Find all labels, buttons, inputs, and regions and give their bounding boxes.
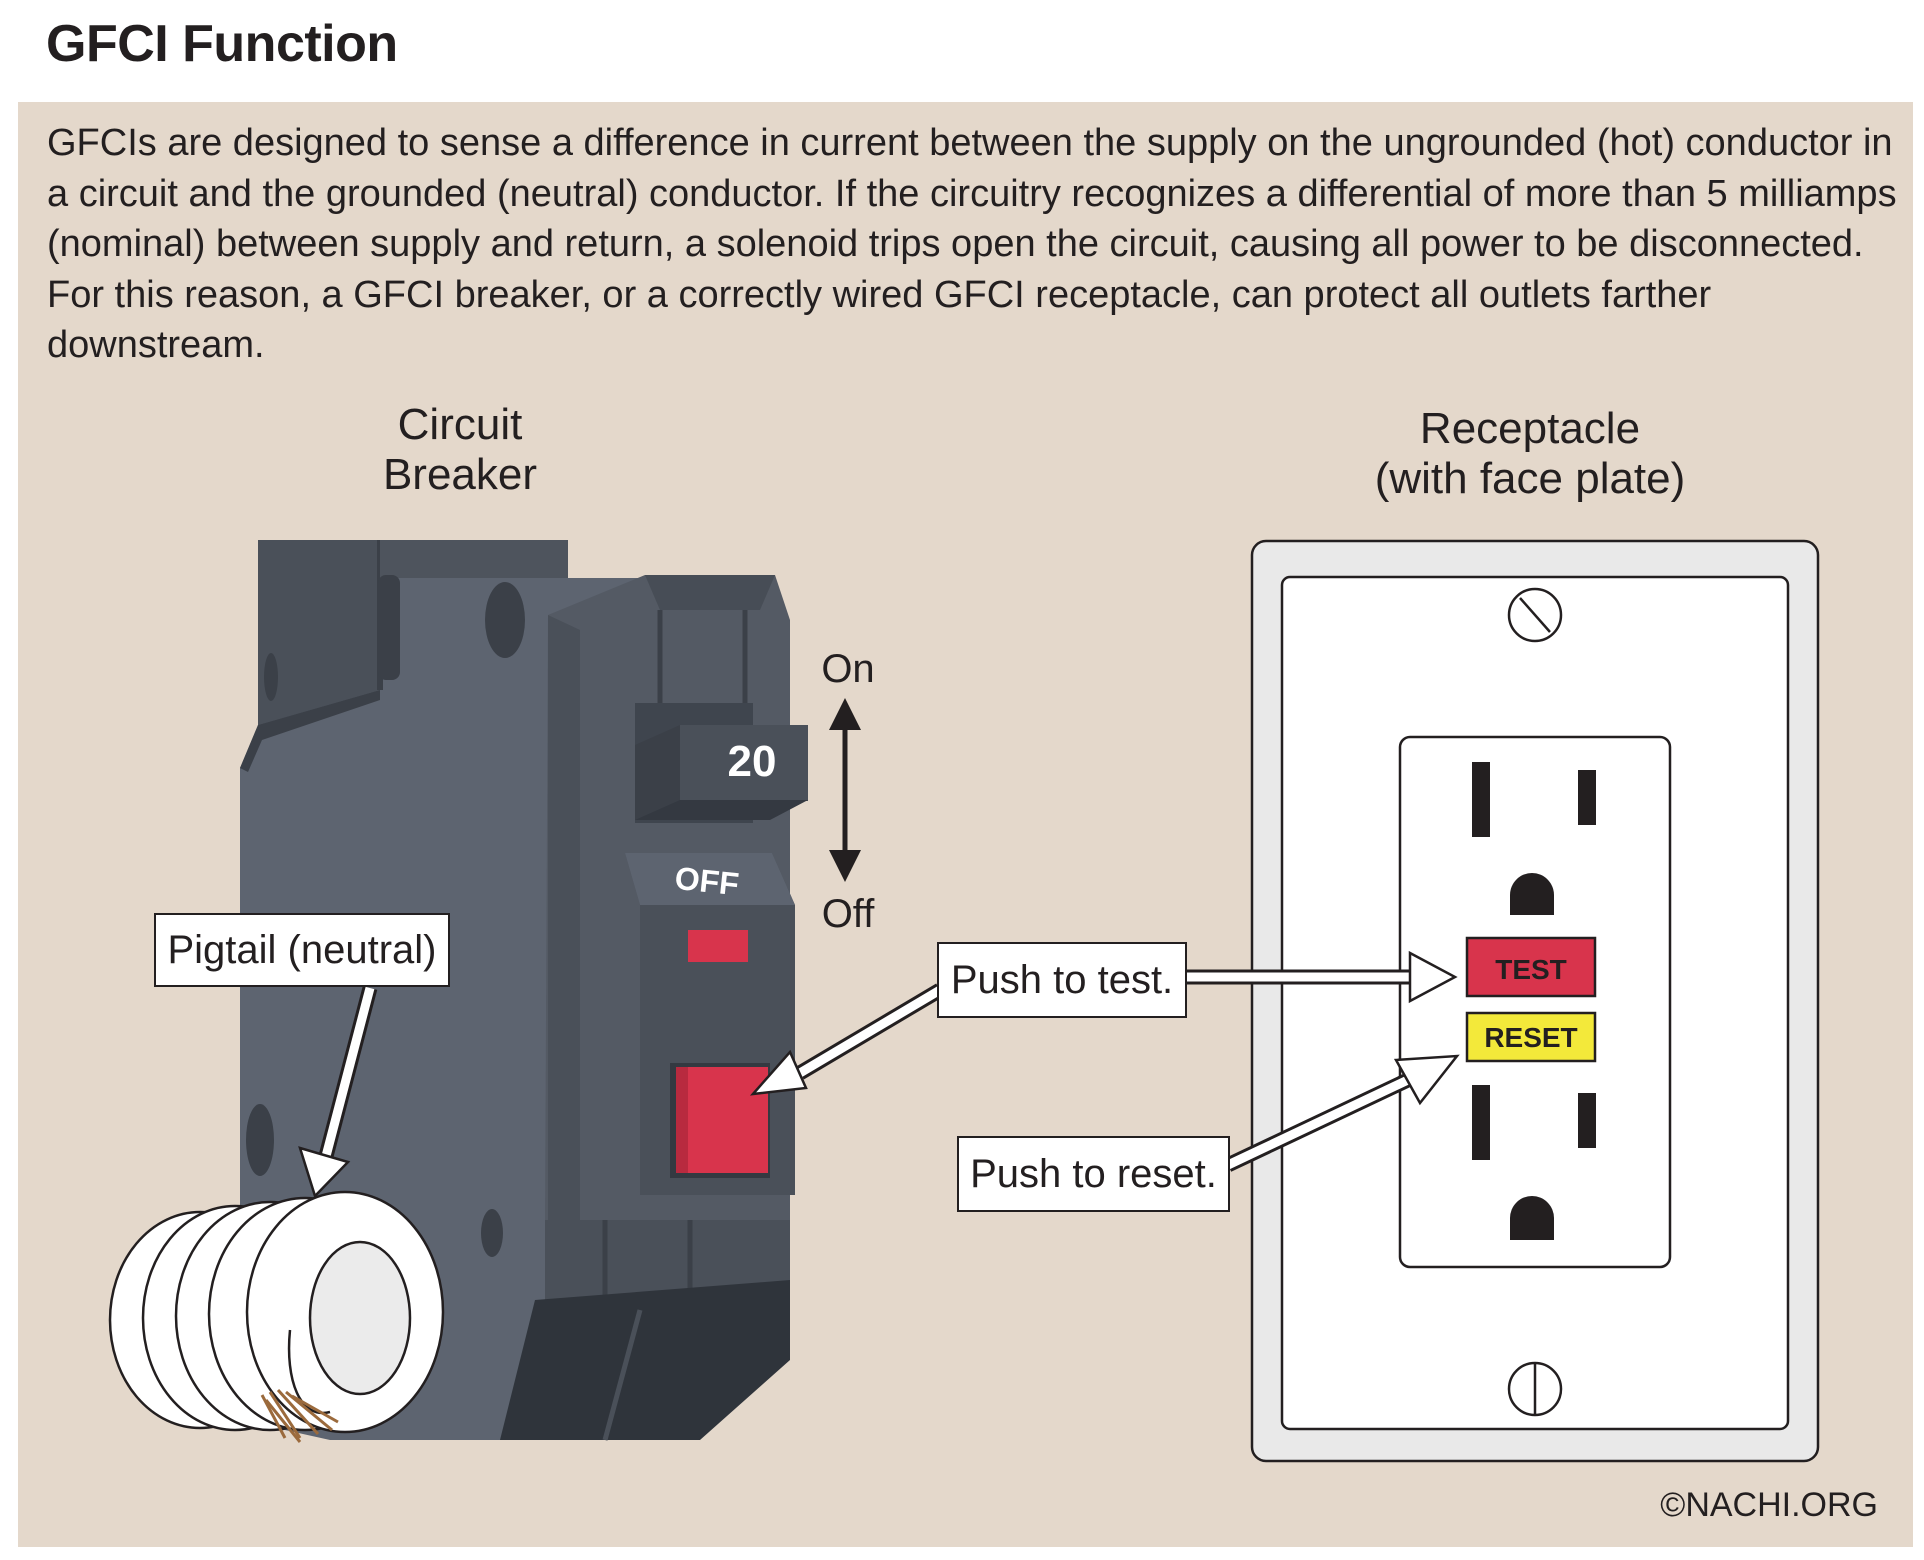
breaker-heading-line1: Circuit — [397, 400, 523, 449]
breaker-off-stamp: OFF — [673, 860, 740, 902]
breaker-slot — [378, 575, 400, 680]
bottom-hot-slot — [1472, 1085, 1490, 1160]
breaker-side-shadow — [240, 690, 380, 772]
receptacle — [1250, 539, 1820, 1463]
breaker-test-button-shade — [676, 1067, 688, 1173]
breaker-handle — [680, 725, 808, 801]
top-neutral-slot — [1578, 770, 1596, 825]
breaker-module-side — [548, 615, 580, 1220]
push-test-callout: Push to test. — [937, 942, 1187, 1018]
test-receptacle-arrow — [1180, 950, 1458, 1004]
on-off-arrow — [829, 698, 861, 882]
breaker-clip — [500, 1280, 790, 1440]
page-title: GFCI Function — [46, 15, 398, 73]
off-label: Off — [822, 892, 876, 936]
reset-button — [1465, 1011, 1597, 1063]
breaker-clip-line — [602, 1309, 643, 1441]
receptacle-body — [1398, 735, 1672, 1269]
bottom-neutral-slot — [1578, 1093, 1596, 1148]
copyright-credit: ©NACHI.ORG — [1660, 1486, 1878, 1524]
breaker-top-rib — [380, 540, 568, 578]
top-ground-hole — [1510, 873, 1554, 915]
breaker-lower-hole-2 — [481, 1209, 503, 1257]
breaker-mount-hole — [485, 582, 525, 658]
test-breaker-arrow — [749, 983, 944, 1096]
breaker-lower-hole — [246, 1104, 274, 1176]
breaker-heading: Circuit Breaker — [330, 400, 590, 500]
bottom-screw — [1507, 1361, 1563, 1417]
circuit-breaker — [240, 540, 808, 1441]
breaker-heading-line2: Breaker — [382, 450, 538, 499]
test-button-label: TEST — [1495, 954, 1567, 985]
breaker-small-hole — [264, 653, 278, 701]
receptacle-heading: Receptacle (with face plate) — [1330, 404, 1730, 504]
pigtail-arrow — [298, 986, 378, 1199]
test-button — [1465, 936, 1597, 998]
breaker-rating: 20 — [728, 737, 777, 786]
reset-button-label: RESET — [1484, 1022, 1577, 1053]
bottom-ground-hole — [1510, 1196, 1554, 1240]
top-screw — [1507, 587, 1563, 643]
top-hot-slot — [1472, 762, 1490, 837]
breaker-handle-shadow — [635, 800, 808, 820]
receptacle-heading-line2: (with face plate) — [1374, 454, 1686, 503]
pigtail-coil — [108, 1190, 445, 1434]
push-reset-callout: Push to reset. — [957, 1136, 1230, 1212]
breaker-module-top — [645, 575, 775, 610]
copper-strands — [260, 1388, 339, 1443]
pigtail-callout: Pigtail (neutral) — [154, 913, 450, 987]
breaker-handle-side — [635, 725, 680, 820]
receptacle-heading-line1: Receptacle — [1419, 404, 1641, 453]
reset-arrow — [1224, 1054, 1460, 1172]
breaker-test-button — [676, 1067, 768, 1173]
intro-paragraph: GFCIs are designed to sense a difference… — [47, 122, 1897, 366]
on-label: On — [821, 647, 874, 691]
breaker-trip-indicator — [688, 930, 748, 962]
breaker-off-face — [625, 853, 795, 905]
breaker-side-face — [258, 540, 380, 725]
